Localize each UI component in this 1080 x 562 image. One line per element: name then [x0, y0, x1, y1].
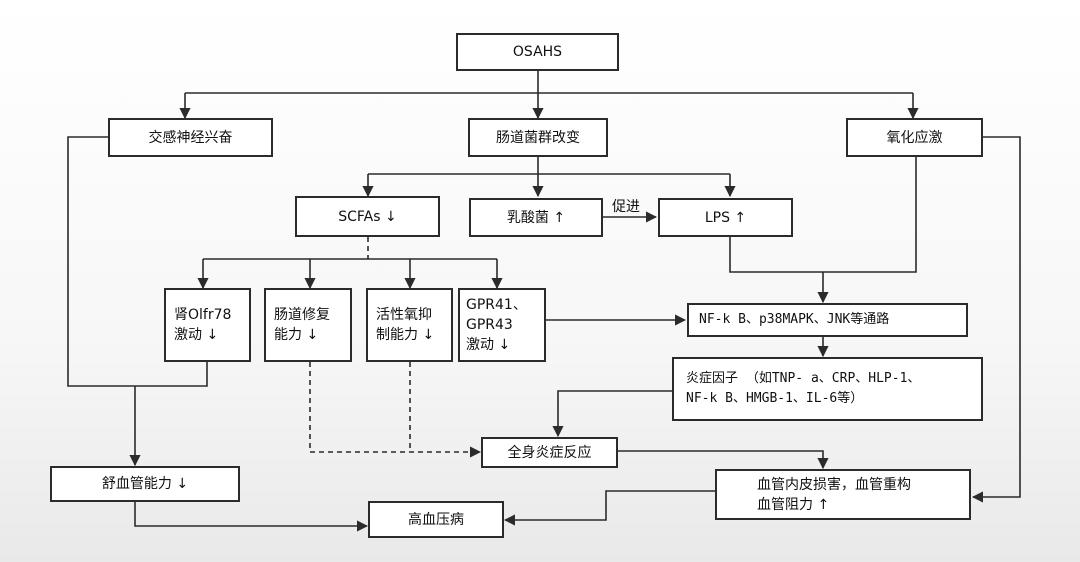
node-sympathetic: 交感神经兴奋 [108, 118, 273, 157]
node-osahs: OSAHS [456, 33, 619, 71]
node-lactobacillus: 乳酸菌 ↑ [469, 198, 603, 237]
node-gut-flora-label: 肠道菌群改变 [496, 129, 580, 146]
edge-gut-repair-dashed [309, 362, 482, 458]
edge-sympathetic-vasodilation [67, 136, 135, 387]
edge-oxidative-endothelial [971, 136, 1021, 503]
node-gpr-line-3: 激动 ↓ [466, 337, 511, 353]
node-gut-repair: 肠道修复 能力 ↓ [264, 288, 352, 362]
node-antioxidant-line-1: 活性氧抑 [376, 307, 432, 323]
node-vasodilation-label: 舒血管能力 ↓ [101, 476, 189, 492]
node-scfas-label: SCFAs ↓ [338, 208, 397, 225]
node-systemic-inflammation-label: 全身炎症反应 [507, 444, 592, 461]
node-olfr78-line-1: 肾Olfr78 [174, 307, 232, 323]
node-lactobacillus-label: 乳酸菌 ↑ [506, 209, 566, 226]
node-scfas: SCFAs ↓ [295, 196, 440, 237]
edge-endothelial-hypertension [503, 490, 715, 526]
node-vasodilation: 舒血管能力 ↓ [50, 466, 240, 502]
node-gpr-line-2: GPR43 [466, 317, 513, 333]
node-olfr78-line-2: 激动 ↓ [174, 327, 219, 343]
node-lps-label: LPS ↑ [704, 209, 747, 226]
edge-lps-pathways [729, 237, 823, 273]
edge-label-promote: 促进 [612, 199, 640, 215]
node-inflammatory-factors-line-2: NF-k B、HMGB-1、IL-6等） [686, 391, 864, 406]
node-olfr78: 肾Olfr78 激动 ↓ [164, 288, 251, 362]
node-lps: LPS ↑ [658, 198, 793, 237]
node-endothelial-line-1: 血管内皮损害，血管重构 [757, 476, 911, 493]
node-antioxidant-line-2: 制能力 ↓ [376, 327, 435, 343]
edge-factors-systemic [552, 390, 672, 438]
node-pathways: NF-k B、p38MAPK、JNK等通路 [687, 303, 968, 337]
edge-vasodilation-hypertension [134, 502, 369, 532]
node-gut-repair-line-2: 能力 ↓ [274, 327, 319, 343]
node-inflammatory-factors: 炎症因子 （如TNP- a、CRP、HLP-1、 NF-k B、HMGB-1、I… [672, 357, 983, 421]
node-inflammatory-factors-line-1: 炎症因子 （如TNP- a、CRP、HLP-1、 [686, 371, 921, 386]
node-endothelial: 血管内皮损害，血管重构 血管阻力 ↑ [715, 469, 971, 520]
edge-olfr78-vasodilation [135, 362, 208, 387]
node-gpr: GPR41、 GPR43 激动 ↓ [458, 288, 546, 362]
node-systemic-inflammation: 全身炎症反应 [481, 437, 618, 468]
node-gut-repair-line-1: 肠道修复 [274, 307, 330, 323]
node-gpr-line-1: GPR41、 [466, 297, 527, 313]
node-osahs-label: OSAHS [512, 44, 563, 60]
node-hypertension-label: 高血压病 [408, 511, 464, 528]
node-oxidative: 氧化应激 [846, 118, 983, 157]
edge-oxidative-pathways [823, 157, 917, 273]
node-pathways-label: NF-k B、p38MAPK、JNK等通路 [699, 312, 890, 327]
node-hypertension: 高血压病 [368, 501, 504, 538]
edge-systemic-endothelial [618, 450, 829, 470]
node-oxidative-label: 氧化应激 [886, 129, 943, 146]
node-antioxidant: 活性氧抑 制能力 ↓ [366, 288, 453, 362]
node-endothelial-line-2: 血管阻力 ↑ [757, 496, 830, 513]
node-sympathetic-label: 交感神经兴奋 [148, 129, 233, 146]
node-gut-flora: 肠道菌群改变 [468, 118, 608, 157]
